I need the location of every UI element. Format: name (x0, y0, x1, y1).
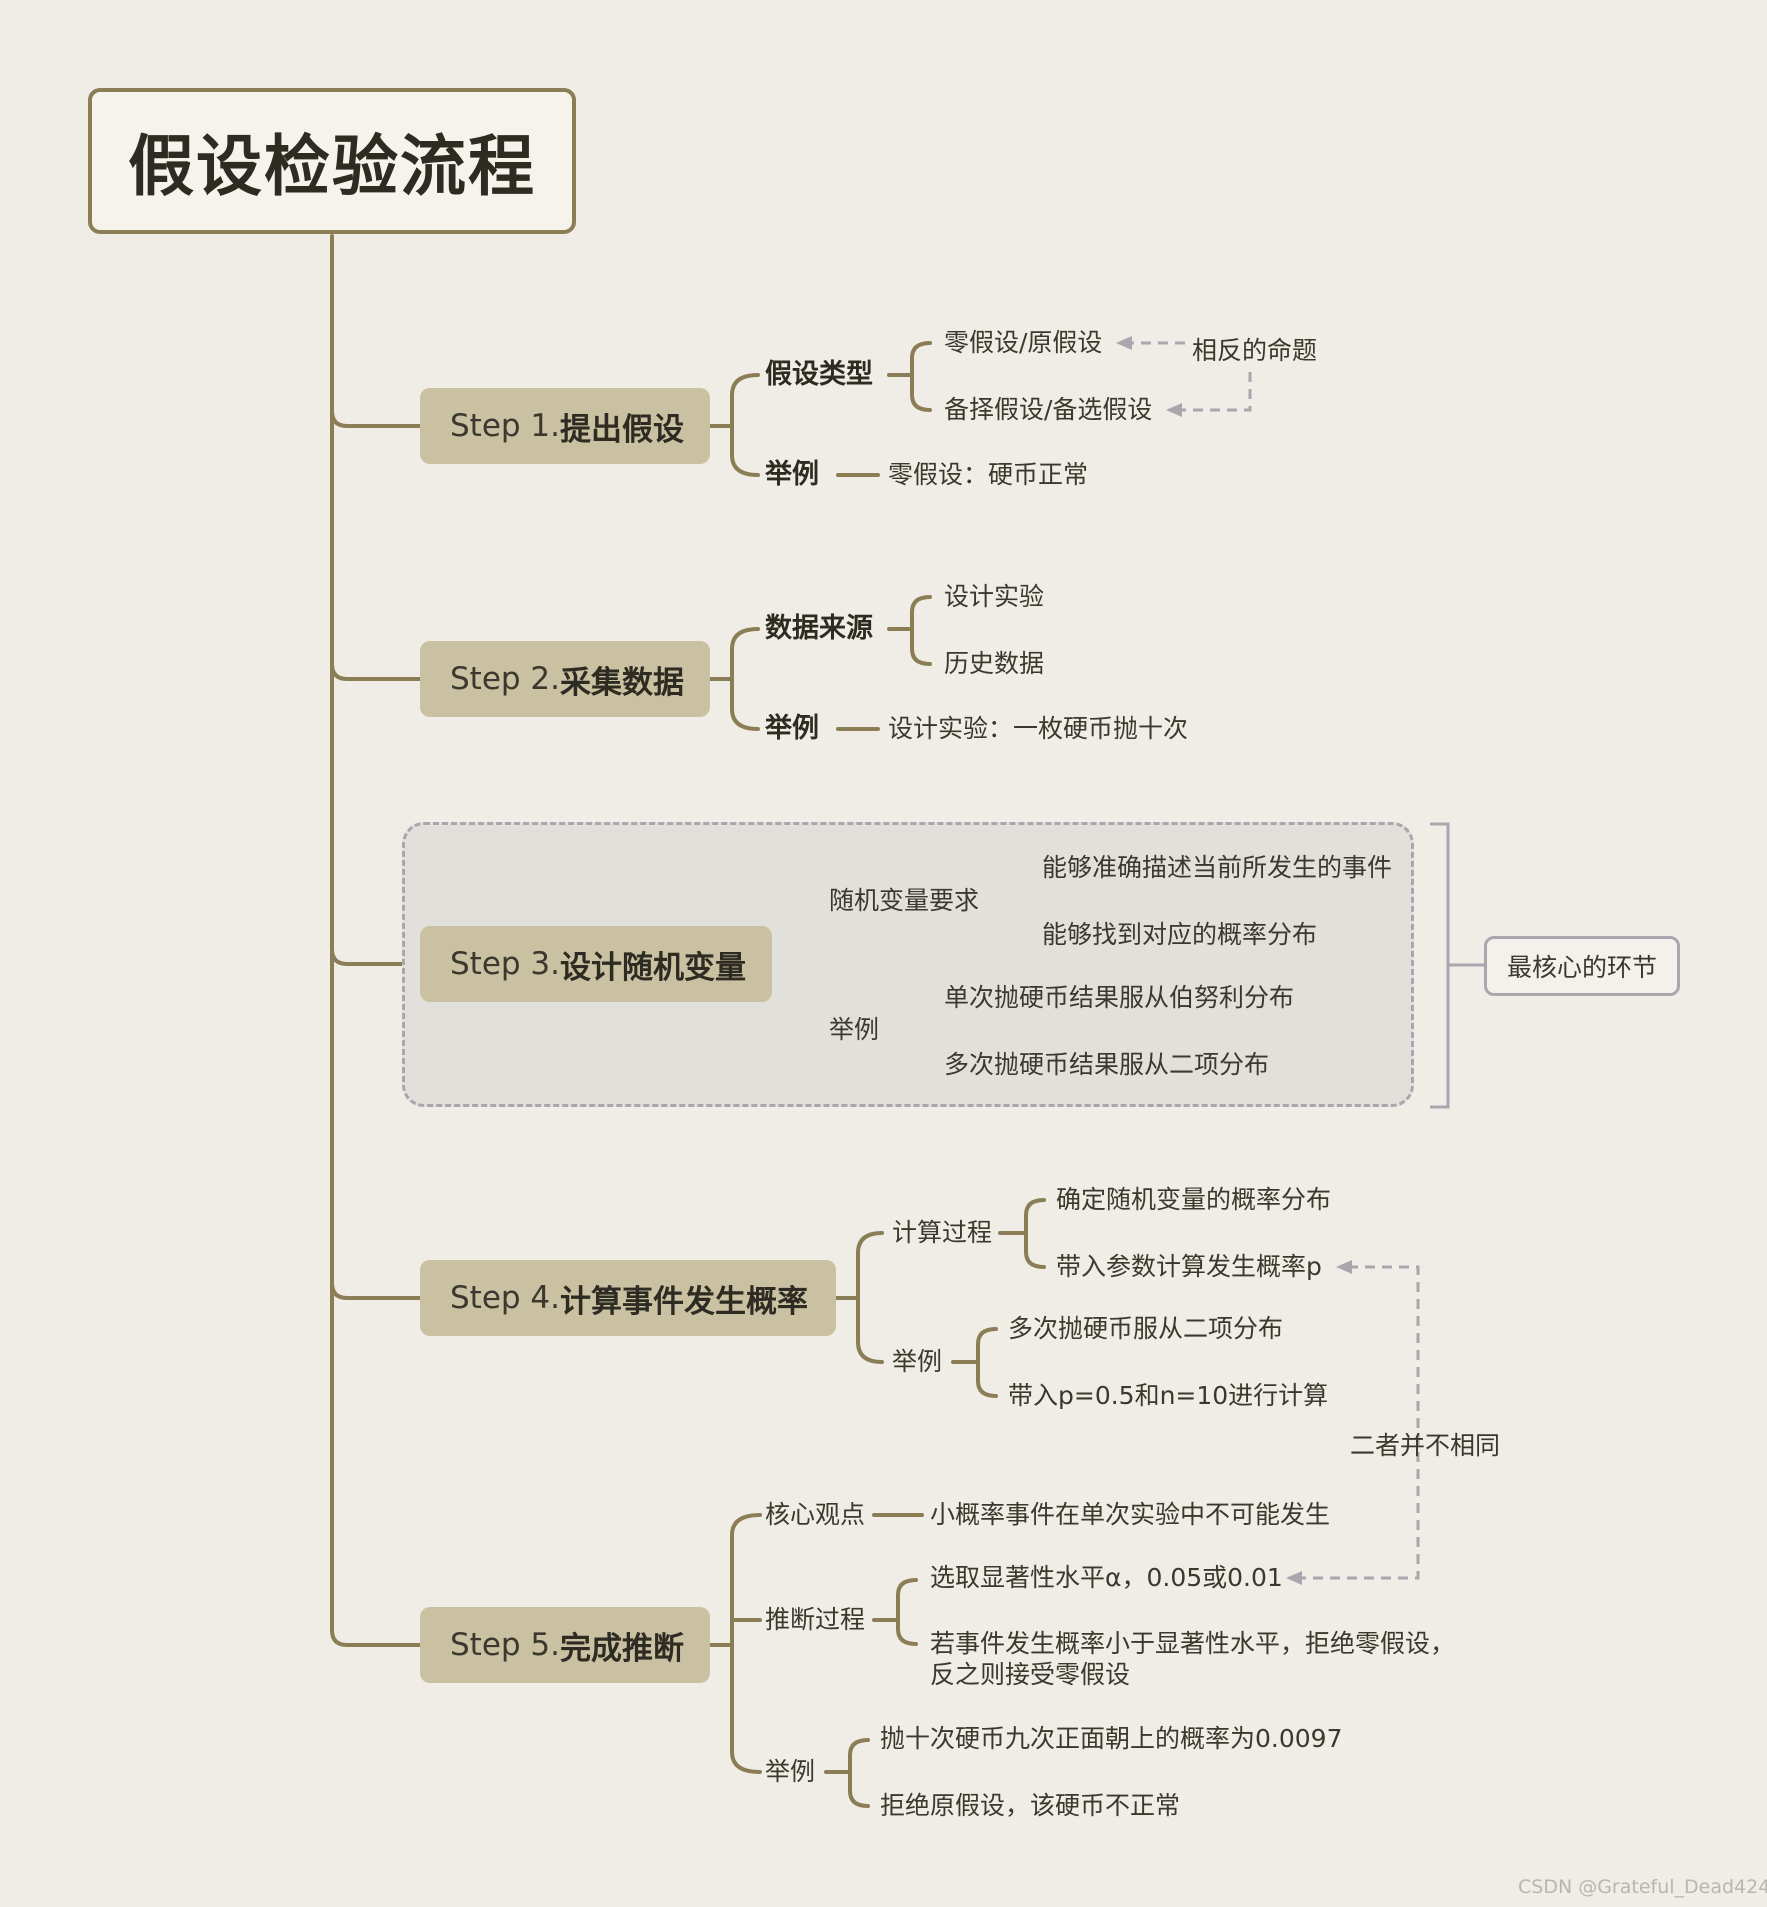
compute-probability-leaf: 带入参数计算发生概率p (1056, 1252, 1322, 1281)
step-1-node: Step 1.提出假设 (420, 388, 710, 464)
step-3-branch-requirements: 随机变量要求 (829, 886, 980, 915)
core-callout: 最核心的环节 (1484, 936, 1680, 996)
step-2-prefix: Step 2. (450, 661, 561, 697)
step-5-branch-core-view: 核心观点 (765, 1500, 866, 1529)
step-5-branch-inference: 推断过程 (765, 1605, 866, 1634)
step-2-name: 采集数据 (560, 664, 685, 701)
reject-coin-leaf: 拒绝原假设，该硬币不正常 (880, 1791, 1181, 1820)
step-3-prefix: Step 3. (450, 946, 561, 982)
design-experiment-leaf: 设计实验 (944, 582, 1045, 611)
step-4-prefix: Step 4. (450, 1280, 561, 1316)
step-2-branch-data-source: 数据来源 (765, 613, 873, 644)
step-5-prefix: Step 5. (450, 1627, 561, 1663)
step-1-branch-hypothesis-type: 假设类型 (765, 359, 873, 390)
null-hypothesis-leaf: 零假设/原假设 (944, 328, 1103, 357)
bernoulli-leaf: 单次抛硬币结果服从伯努利分布 (944, 983, 1295, 1012)
step-1-branch-example: 举例 (765, 459, 819, 490)
determine-distribution-leaf: 确定随机变量的概率分布 (1056, 1185, 1332, 1214)
step-3-node: Step 3.设计随机变量 (420, 926, 772, 1002)
coin-probability-leaf: 抛十次硬币九次正面朝上的概率为0.0097 (880, 1724, 1343, 1753)
alternative-hypothesis-leaf: 备择假设/备选假设 (944, 395, 1153, 424)
binomial-leaf: 多次抛硬币结果服从二项分布 (944, 1050, 1270, 1079)
different-annotation: 二者并不相同 (1350, 1431, 1501, 1460)
step-3-branch-example: 举例 (829, 1015, 880, 1044)
step-4-name: 计算事件发生概率 (560, 1283, 809, 1320)
requirement-distribution-leaf: 能够找到对应的概率分布 (1042, 920, 1318, 949)
step-2-node: Step 2.采集数据 (420, 641, 710, 717)
step-2-branch-example: 举例 (765, 713, 819, 744)
step-2-example-leaf: 设计实验：一枚硬币抛十次 (888, 714, 1189, 743)
step-5-branch-example: 举例 (765, 1757, 816, 1786)
step-4-node: Step 4.计算事件发生概率 (420, 1260, 836, 1336)
step-1-name: 提出假设 (560, 411, 685, 448)
reject-null-leaf-line-1: 若事件发生概率小于显著性水平，拒绝零假设， (930, 1629, 1456, 1658)
requirement-describe-leaf: 能够准确描述当前所发生的事件 (1042, 853, 1393, 882)
opposite-annotation: 相反的命题 (1192, 336, 1318, 365)
binomial-example-leaf: 多次抛硬币服从二项分布 (1008, 1314, 1284, 1343)
small-probability-leaf: 小概率事件在单次实验中不可能发生 (930, 1500, 1331, 1529)
historical-data-leaf: 历史数据 (944, 649, 1045, 678)
parameter-example-leaf: 带入p=0.5和n=10进行计算 (1008, 1381, 1329, 1410)
reject-null-leaf-line-2: 反之则接受零假设 (930, 1660, 1131, 1689)
step-4-branch-example: 举例 (892, 1347, 943, 1376)
significance-level-leaf: 选取显著性水平α，0.05或0.01 (930, 1563, 1283, 1592)
step-1-prefix: Step 1. (450, 408, 561, 444)
diagram-title: 假设检验流程 (88, 88, 576, 234)
step-5-node: Step 5.完成推断 (420, 1607, 710, 1683)
watermark: CSDN @Grateful_Dead424 (1518, 1876, 1767, 1898)
step-4-branch-process: 计算过程 (892, 1218, 993, 1247)
step-3-name: 设计随机变量 (560, 949, 747, 986)
step-5-name: 完成推断 (560, 1630, 685, 1667)
step-1-example-leaf: 零假设：硬币正常 (888, 460, 1089, 489)
